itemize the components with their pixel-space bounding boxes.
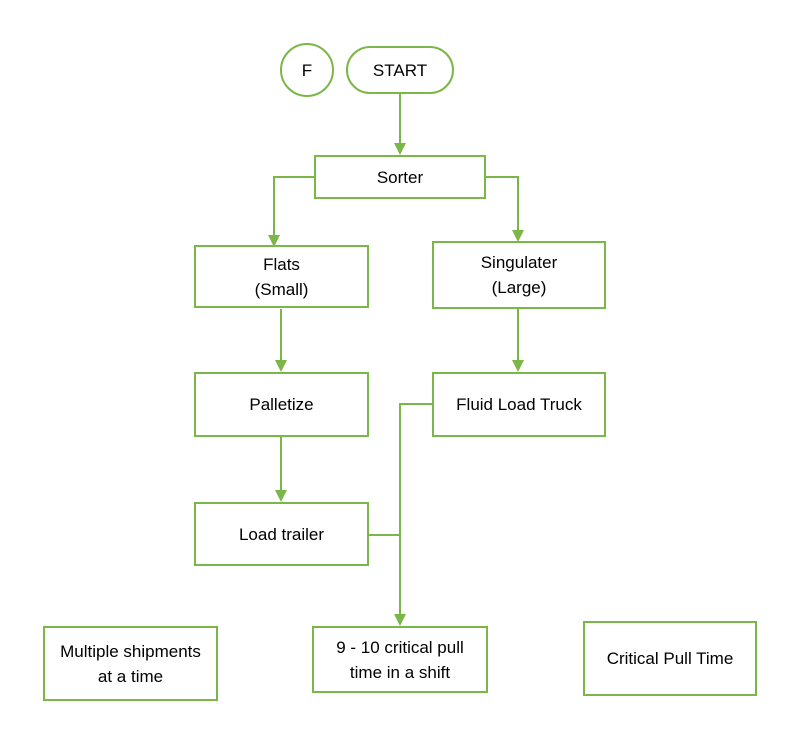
edge-sorter-to-flats — [268, 176, 314, 247]
critical-pull-time-node[interactable]: Critical Pull Time — [583, 621, 757, 696]
connector-f-node[interactable]: F — [280, 43, 334, 97]
edge-sorter-to-singulater — [486, 176, 524, 242]
fluid-load-truck-node[interactable]: Fluid Load Truck — [432, 372, 606, 437]
critical-pull-shift-node[interactable]: 9 - 10 critical pull time in a shift — [312, 626, 488, 693]
sorter-node[interactable]: Sorter — [314, 155, 486, 199]
singulater-node[interactable]: Singulater (Large) — [432, 241, 606, 309]
load-trailer-node[interactable]: Load trailer — [194, 502, 369, 566]
multiple-shipments-node[interactable]: Multiple shipments at a time — [43, 626, 218, 701]
edge-fluid-load-truck-to-merge — [399, 403, 433, 535]
start-node[interactable]: START — [346, 46, 454, 94]
flats-node[interactable]: Flats (Small) — [194, 245, 369, 308]
palletize-node[interactable]: Palletize — [194, 372, 369, 437]
